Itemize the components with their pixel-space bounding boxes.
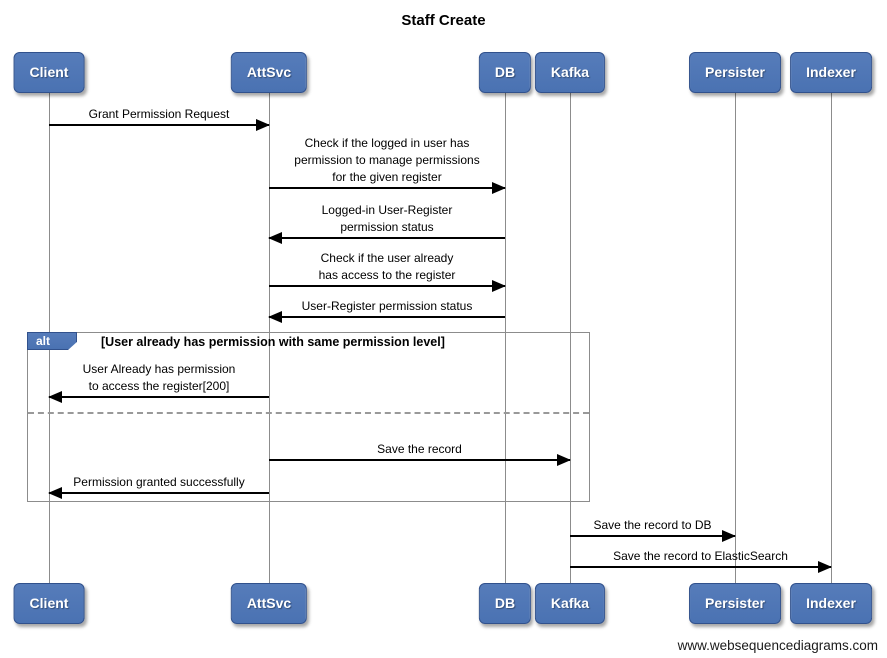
message-label: Check if the logged in user has permissi…: [294, 136, 480, 184]
arrowhead-right-icon: [557, 454, 571, 466]
message-label: Logged-in User-Register permission statu…: [321, 203, 453, 234]
message-line: [49, 124, 269, 126]
actor-box-attsvc-top: AttSvc: [230, 52, 308, 93]
message-line: [269, 285, 505, 287]
lifeline-indexer: [831, 93, 832, 583]
actor-box-kafka-top: Kafka: [534, 52, 606, 93]
message-user-register-permission-status: User-Register permission status: [268, 299, 505, 323]
actor-box-indexer-bottom: Indexer: [790, 583, 872, 624]
arrowhead-right-icon: [492, 280, 506, 292]
message-check-logged-in-user-permission: Check if the logged in user has permissi…: [269, 136, 506, 194]
actor-box-indexer-top: Indexer: [790, 52, 872, 93]
message-save-record-to-db: Save the record to DB: [570, 518, 736, 542]
actor-box-persister-top: Persister: [689, 52, 781, 93]
arrowhead-left-icon: [48, 391, 62, 403]
arrowhead-right-icon: [256, 119, 270, 131]
actor-box-persister-bottom: Persister: [689, 583, 781, 624]
actor-box-client-bottom: Client: [13, 583, 85, 624]
message-line: [269, 237, 505, 239]
message-line: [570, 566, 831, 568]
alt-frame: alt [User already has permission with sa…: [27, 332, 590, 502]
watermark-websequencediagrams: www.websequencediagrams.com: [677, 638, 878, 653]
actor-box-db-bottom: DB: [478, 583, 532, 624]
message-logged-in-user-register-status: Logged-in User-Register permission statu…: [268, 203, 505, 244]
diagram-title: Staff Create: [401, 12, 486, 29]
message-label: User-Register permission status: [301, 299, 473, 313]
lifeline-attsvc: [269, 93, 270, 583]
message-label: Permission granted successfully: [73, 475, 245, 489]
arrowhead-right-icon: [818, 561, 832, 573]
message-label: Save the record to DB: [593, 518, 712, 532]
message-line: [269, 316, 505, 318]
message-line: [570, 535, 735, 537]
message-label: Save the record: [377, 442, 462, 456]
message-user-already-has-permission: User Already has permission to access th…: [48, 362, 269, 403]
arrowhead-right-icon: [492, 182, 506, 194]
message-line: [269, 459, 570, 461]
lifeline-kafka: [570, 93, 571, 583]
message-label: Save the record to ElasticSearch: [613, 549, 788, 563]
arrowhead-left-icon: [268, 311, 282, 323]
lifeline-db: [505, 93, 506, 583]
message-label: User Already has permission to access th…: [82, 362, 236, 393]
message-line: [269, 187, 505, 189]
message-save-the-record: Save the record: [269, 442, 571, 466]
message-line: [49, 396, 269, 398]
alt-divider: [28, 412, 589, 414]
alt-label-tab: alt: [27, 332, 77, 350]
message-grant-permission-request: Grant Permission Request: [49, 107, 270, 131]
lifeline-persister: [735, 93, 736, 583]
message-label: Grant Permission Request: [88, 107, 230, 121]
message-label: Check if the user already has access to …: [318, 251, 456, 282]
message-check-user-access: Check if the user already has access to …: [269, 251, 506, 292]
actor-box-kafka-bottom: Kafka: [534, 583, 606, 624]
message-permission-granted: Permission granted successfully: [48, 475, 269, 499]
arrowhead-left-icon: [268, 232, 282, 244]
alt-guard-text: [User already has permission with same p…: [101, 335, 445, 349]
actor-box-db-top: DB: [478, 52, 532, 93]
arrowhead-right-icon: [722, 530, 736, 542]
message-line: [49, 492, 269, 494]
arrowhead-left-icon: [48, 487, 62, 499]
actor-box-attsvc-bottom: AttSvc: [230, 583, 308, 624]
actor-box-client-top: Client: [13, 52, 85, 93]
message-save-record-to-elasticsearch: Save the record to ElasticSearch: [570, 549, 832, 573]
